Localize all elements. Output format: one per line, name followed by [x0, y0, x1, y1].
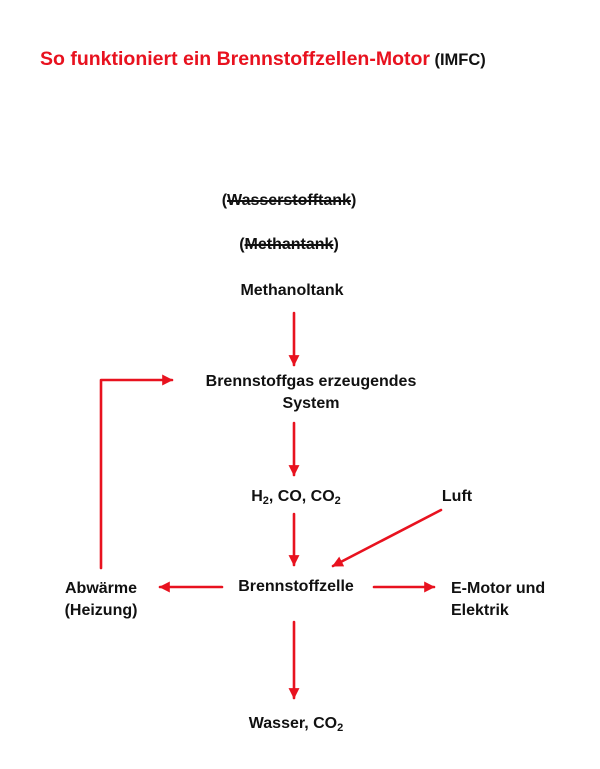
arrow-air-to-fuelcell	[331, 508, 443, 568]
node-electric-motor: E-Motor und Elektrik	[451, 580, 546, 619]
node-methane-tank: (Methantank)	[239, 236, 339, 253]
node-hydrogen-tank: (Wasserstofftank)	[221, 192, 357, 209]
hydrogen-tank-label: Wasserstofftank	[227, 192, 351, 209]
node-waste-heat: Abwärme (Heizung)	[64, 580, 138, 619]
node-output: Wasser, CO2	[248, 715, 344, 734]
title-suffix: (IMFC)	[434, 51, 486, 69]
methane-tank-label: Methantank	[244, 236, 334, 253]
arrow-heat-feedback	[99, 374, 174, 570]
diagram-title: So funktioniert ein Brennstoffzellen-Mot…	[40, 48, 486, 71]
title-main: So funktioniert ein Brennstoffzellen-Mot…	[40, 48, 430, 70]
node-gas-mixture: H2, CO, CO2	[251, 488, 341, 507]
node-fuel-cell: Brennstoffzelle	[238, 578, 354, 595]
node-fuel-gas-system: Brennstoffgas erzeugendes System	[205, 373, 417, 412]
node-air: Luft	[441, 488, 473, 505]
node-methanol-tank: Methanoltank	[240, 282, 344, 299]
